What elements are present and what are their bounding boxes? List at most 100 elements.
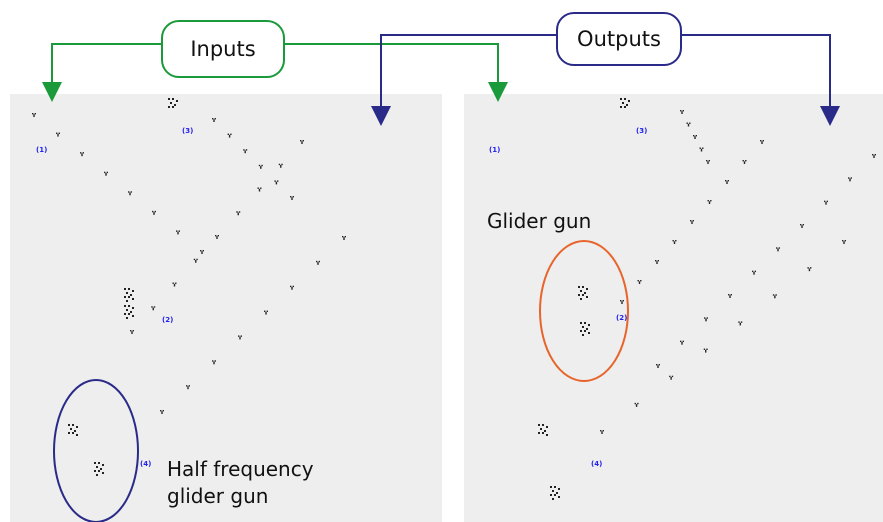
- half-frequency-gun-b: [94, 462, 104, 476]
- glider: [842, 240, 846, 244]
- glider: [32, 113, 36, 117]
- outputs-arrow-right: [680, 34, 840, 126]
- glider: [672, 240, 677, 244]
- glider: [316, 260, 320, 265]
- glider: [690, 220, 694, 224]
- glider: [236, 211, 241, 216]
- glider: [699, 147, 704, 152]
- glider: [200, 250, 204, 254]
- glider: [238, 335, 242, 340]
- glider: [738, 321, 743, 326]
- glider: [278, 163, 283, 168]
- glider: [686, 122, 691, 127]
- glider: [186, 385, 190, 390]
- half-frequency-gun: [68, 424, 78, 436]
- glider: [742, 160, 747, 164]
- half-frequency-label-line1: Half frequency: [167, 457, 314, 481]
- glider: [707, 200, 712, 204]
- glider: [56, 132, 60, 137]
- glider: [620, 300, 624, 304]
- left-simulation-panel: [10, 94, 442, 522]
- glider: [772, 294, 777, 299]
- glider: [703, 348, 708, 353]
- glider: [257, 187, 262, 192]
- glider: [215, 235, 219, 239]
- glider: [212, 118, 216, 122]
- glider-gun-ellipse: [539, 240, 629, 382]
- left-glider-streams: [32, 98, 346, 476]
- glider: [152, 210, 156, 215]
- glider: [800, 224, 804, 228]
- glider: [128, 191, 132, 196]
- left-marker-1: (1): [36, 146, 48, 154]
- glider: [258, 164, 263, 169]
- glider: [151, 306, 156, 311]
- glider: [172, 282, 177, 287]
- outputs-arrow-left: [371, 34, 556, 126]
- glider: [212, 360, 216, 365]
- inputs-arrow-left: [42, 43, 161, 102]
- glider: [176, 230, 180, 235]
- glider: [807, 267, 812, 272]
- glider: [693, 135, 697, 139]
- glider: [848, 177, 852, 182]
- glider: [704, 317, 708, 322]
- half-frequency-label-line2: glider gun: [167, 484, 269, 508]
- glider: [669, 375, 674, 380]
- glider: [160, 410, 164, 414]
- right-simulation-panel: [464, 94, 883, 522]
- glider: [725, 180, 729, 184]
- inputs-label: Inputs: [190, 37, 256, 61]
- half-frequency-gun: [538, 424, 548, 436]
- right-marker-4: (4): [591, 460, 603, 468]
- glider: [656, 364, 660, 368]
- inputs-box: Inputs: [161, 20, 285, 78]
- left-marker-2: (2): [162, 316, 174, 324]
- half-frequency-gun-b: [550, 486, 560, 500]
- glider: [634, 402, 639, 407]
- glider: [274, 180, 279, 185]
- right-glider-streams: [538, 98, 876, 500]
- glider: [104, 171, 108, 176]
- glider: [752, 270, 756, 275]
- glider: [637, 280, 642, 284]
- glider: [760, 140, 764, 144]
- glider: [80, 152, 84, 157]
- right-marker-3: (3): [636, 127, 648, 135]
- glider: [290, 285, 294, 290]
- glider: [243, 149, 248, 154]
- glider: [227, 133, 232, 138]
- glider: [342, 236, 346, 240]
- inputs-arrow-right: [283, 43, 508, 102]
- outputs-box: Outputs: [556, 12, 682, 66]
- glider: [130, 330, 134, 334]
- glider-gun-label: Glider gun: [487, 209, 592, 233]
- glider: [290, 196, 294, 200]
- glider: [680, 110, 684, 114]
- glider-gun-b: [580, 322, 590, 336]
- glider: [824, 200, 828, 205]
- glider-gun-2: [124, 288, 134, 302]
- glider: [264, 310, 268, 315]
- glider: [655, 260, 659, 264]
- glider: [600, 430, 604, 434]
- half-frequency-glider-gun-ellipse: [53, 379, 139, 522]
- glider-gun: [578, 286, 588, 300]
- half-frequency-label: Half frequency glider gun: [167, 456, 314, 510]
- glider: [193, 258, 198, 263]
- right-marker-2: (2): [616, 314, 628, 322]
- left-marker-4: (4): [140, 460, 152, 468]
- right-marker-1: (1): [489, 146, 501, 154]
- glider: [776, 247, 780, 252]
- outputs-label: Outputs: [577, 27, 661, 51]
- glider-gun-3: [168, 98, 178, 108]
- glider-gun-2b: [124, 305, 134, 319]
- left-marker-3: (3): [182, 127, 194, 135]
- glider: [706, 160, 710, 164]
- glider: [728, 294, 732, 298]
- glider: [680, 340, 684, 345]
- glider: [300, 140, 304, 144]
- glider-gun-3: [620, 98, 630, 108]
- glider: [872, 154, 876, 158]
